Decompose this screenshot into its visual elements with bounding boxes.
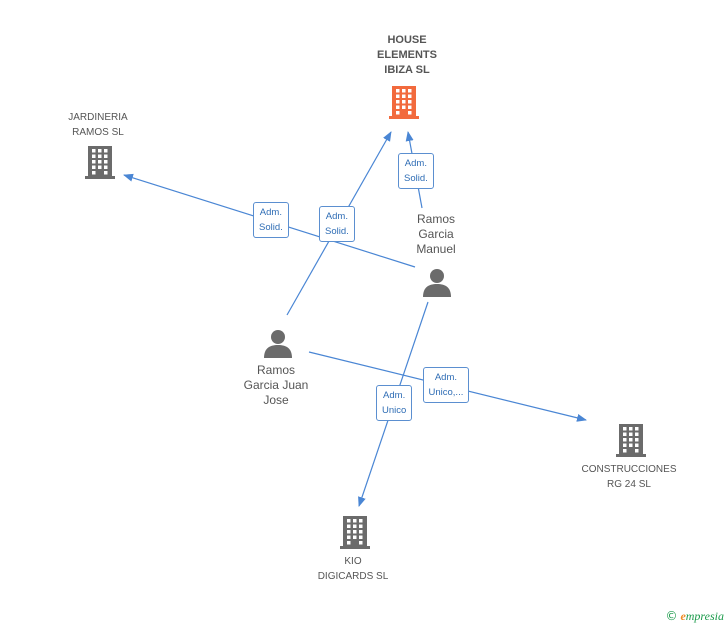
brand-logo: ©empresia: [665, 609, 724, 624]
node-label-manuel[interactable]: Ramos Garcia Manuel: [416, 212, 456, 256]
building-icon[interactable]: [84, 144, 116, 180]
person-icon[interactable]: [263, 328, 293, 358]
building-icon[interactable]: [339, 514, 371, 550]
node-label-juanjose[interactable]: Ramos Garcia Juan Jose: [243, 363, 309, 407]
copyright-symbol: ©: [665, 609, 678, 623]
node-kio[interactable]: [339, 514, 371, 555]
edge-label-manuel-to-jardineria[interactable]: Adm. Solid.: [253, 202, 289, 238]
node-construcciones[interactable]: [615, 422, 647, 463]
edge-label-manuel-to-house[interactable]: Adm. Solid.: [398, 153, 434, 189]
edge-label-juanjose-to-construcciones[interactable]: Adm. Unico,...: [422, 367, 470, 403]
building-icon[interactable]: [615, 422, 647, 458]
node-label-construcciones[interactable]: CONSTRUCCIONES RG 24 SL: [581, 464, 677, 490]
node-jardineria[interactable]: [84, 144, 116, 185]
brand-name: mpresia: [685, 609, 724, 623]
node-juanjose[interactable]: [263, 328, 293, 363]
node-label-jardineria[interactable]: JARDINERIA RAMOS SL: [68, 112, 128, 138]
node-manuel[interactable]: [422, 267, 452, 302]
edge-label-manuel-to-kio[interactable]: Adm. Unico: [376, 385, 413, 421]
node-label-house[interactable]: HOUSE ELEMENTS IBIZA SL: [377, 34, 437, 76]
edge-label-juanjose-to-house[interactable]: Adm. Solid.: [319, 206, 355, 242]
person-icon[interactable]: [422, 267, 452, 297]
node-house[interactable]: [388, 84, 420, 125]
building-icon[interactable]: [388, 84, 420, 120]
brand-initial: e: [680, 609, 686, 623]
node-label-kio[interactable]: KIO DIGICARDS SL: [317, 556, 389, 582]
